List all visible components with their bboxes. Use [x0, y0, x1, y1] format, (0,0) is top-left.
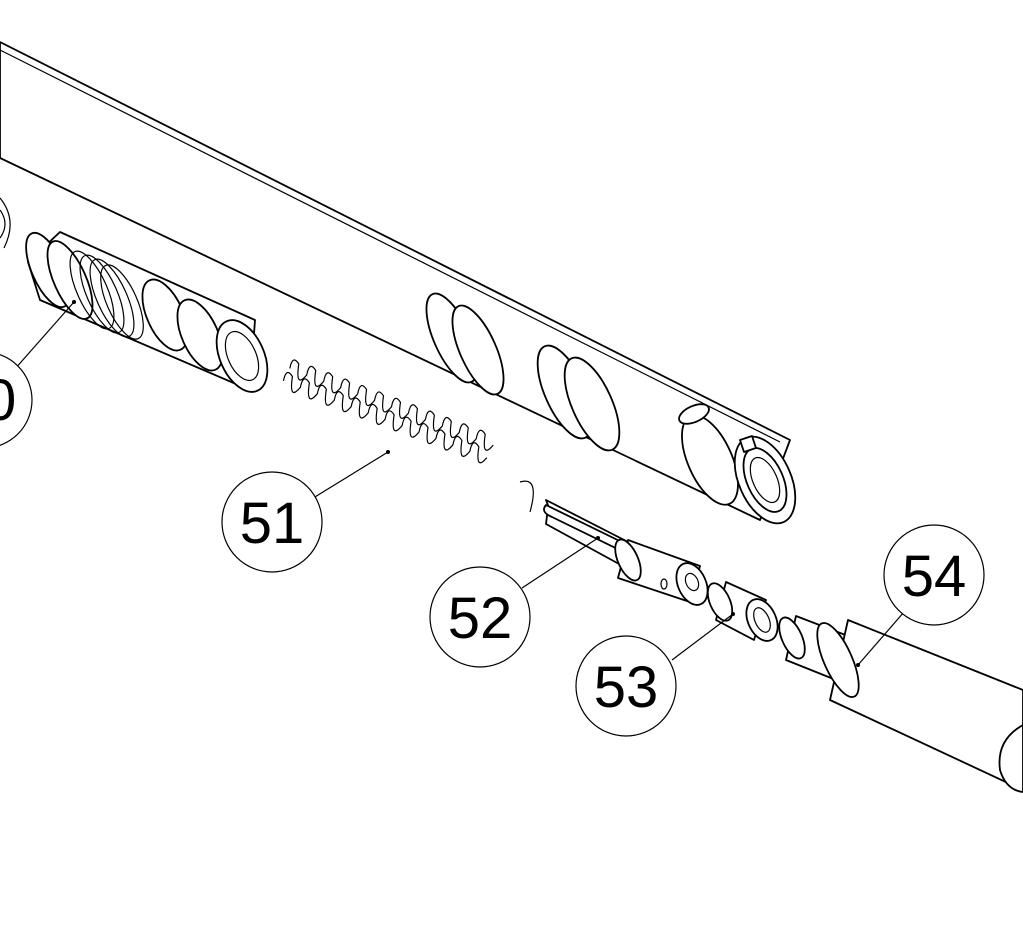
callout-51-label: 51 — [240, 491, 305, 556]
callout-54-label: 54 — [902, 544, 967, 609]
callout-53-label: 53 — [594, 655, 659, 720]
callout-50: 50 — [0, 354, 33, 446]
part-52-pin — [521, 499, 709, 606]
callout-51: 51 — [221, 471, 323, 573]
part-51-spring — [282, 359, 534, 513]
part-53-bushing — [671, 581, 779, 661]
callout-54: 54 — [883, 524, 985, 626]
barrel-tube — [0, 41, 797, 525]
callout-52: 52 — [429, 566, 531, 668]
part-54-piston — [778, 611, 1023, 793]
callout-50-label: 50 — [0, 368, 16, 433]
callout-52-label: 52 — [448, 586, 513, 651]
part-50-valve — [0, 197, 269, 393]
callout-53: 53 — [575, 635, 677, 737]
